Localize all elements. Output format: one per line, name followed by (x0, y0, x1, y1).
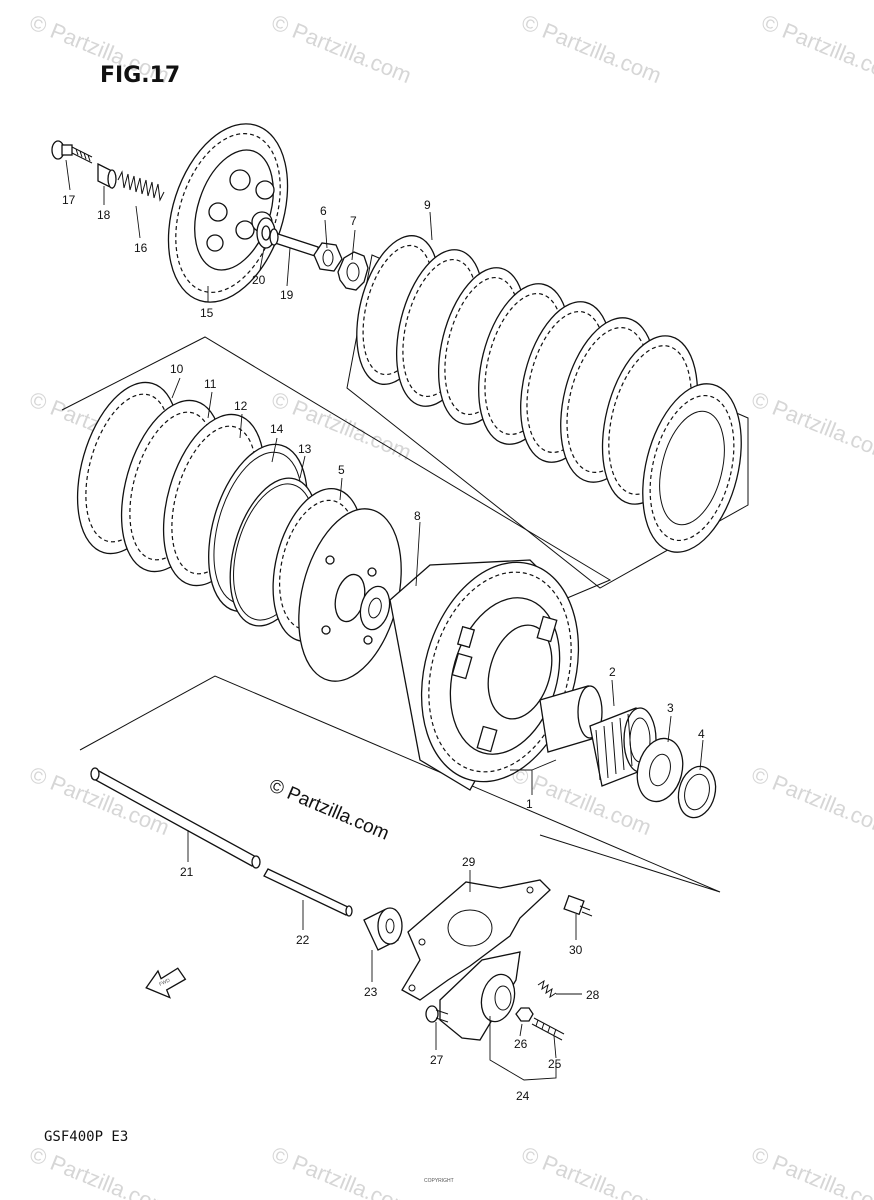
callout-22: 22 (296, 933, 310, 947)
pressure-plate-15-drawing (167, 123, 289, 303)
spring-28-drawing (537, 979, 557, 999)
model-label: GSF400P E3 (44, 1129, 128, 1145)
callouts: 1 2 3 4 5 6 7 8 9 10 11 12 13 14 15 16 1… (62, 193, 705, 1103)
callout-2: 2 (609, 665, 616, 679)
watermark: © Partzilla.com (748, 386, 874, 465)
clutch-housing-group (79, 559, 721, 893)
push-rod-22-drawing (263, 868, 353, 917)
callout-6: 6 (320, 204, 327, 218)
callout-18: 18 (97, 208, 111, 222)
callout-19: 19 (280, 288, 294, 302)
callout-9: 9 (424, 198, 431, 212)
callout-29: 29 (462, 855, 476, 869)
fwd-arrow: FWD (145, 967, 187, 999)
callout-26: 26 (514, 1037, 528, 1051)
gasket-29-drawing (401, 879, 551, 1001)
bolt-30-drawing (563, 894, 593, 917)
oil-seal-23-drawing (363, 907, 403, 951)
watermark: © Partzilla.com (268, 9, 415, 88)
callout-3: 3 (667, 701, 674, 715)
washer-4-drawing (677, 765, 717, 819)
nut-6-drawing (313, 242, 343, 272)
watermark: © Partzilla.com (518, 1141, 665, 1200)
callout-27: 27 (430, 1053, 444, 1067)
callout-28: 28 (586, 988, 600, 1002)
lock-washer-7-drawing (337, 251, 369, 291)
callout-11: 11 (204, 377, 217, 391)
watermark: © Partzilla.com (748, 1141, 874, 1200)
bottom-small-text: COPYRIGHT (424, 1178, 454, 1184)
spring-16-drawing (117, 170, 165, 202)
callout-7: 7 (350, 214, 357, 228)
callout-1: 1 (526, 797, 533, 811)
callout-13: 13 (298, 442, 312, 456)
watermark: © Partzilla.com (268, 1141, 415, 1200)
callout-12: 12 (234, 399, 248, 413)
nut-26-drawing (515, 1007, 534, 1022)
callout-17: 17 (62, 193, 76, 207)
clutch-hub-5-drawing (272, 487, 402, 682)
callout-30: 30 (569, 943, 583, 957)
callout-8: 8 (414, 509, 421, 523)
housing-outline (79, 675, 721, 893)
callout-24: 24 (516, 1089, 530, 1103)
callout-23: 23 (364, 985, 378, 999)
fwd-label: FWD (158, 977, 171, 987)
callout-4: 4 (698, 727, 705, 741)
adjust-screw-25-drawing (531, 1017, 565, 1041)
clutch-plate-stack (346, 235, 749, 589)
watermark: © Partzilla.com (518, 9, 665, 88)
callout-14: 14 (270, 422, 284, 436)
callout-20: 20 (252, 273, 266, 287)
thrust-washer-8-drawing (359, 585, 391, 631)
callout-25: 25 (548, 1057, 562, 1071)
push-rod-21-drawing (90, 767, 261, 869)
callout-10: 10 (170, 362, 184, 376)
callout-5: 5 (338, 463, 345, 477)
release-assembly-group (401, 879, 593, 1041)
push-piece-19-drawing (269, 228, 319, 258)
callout-21: 21 (180, 865, 194, 879)
bolt-27-drawing (425, 1005, 449, 1023)
collar-18-drawing (97, 162, 117, 190)
washer-3-drawing (636, 737, 684, 803)
watermark: © Partzilla.com (748, 761, 874, 840)
callout-16: 16 (134, 241, 148, 255)
callout-15: 15 (200, 306, 214, 320)
copyright-mark: © Partzilla.com (266, 775, 392, 844)
pressure-plate-group (51, 123, 369, 303)
watermark: © Partzilla.com (758, 9, 874, 88)
inner-plates-group (61, 336, 612, 682)
bolt-17-drawing (51, 140, 93, 164)
watermark: © Partzilla.com (26, 1141, 173, 1200)
leader-lines (65, 159, 704, 1081)
figure-title: FIG.17 (100, 63, 180, 88)
